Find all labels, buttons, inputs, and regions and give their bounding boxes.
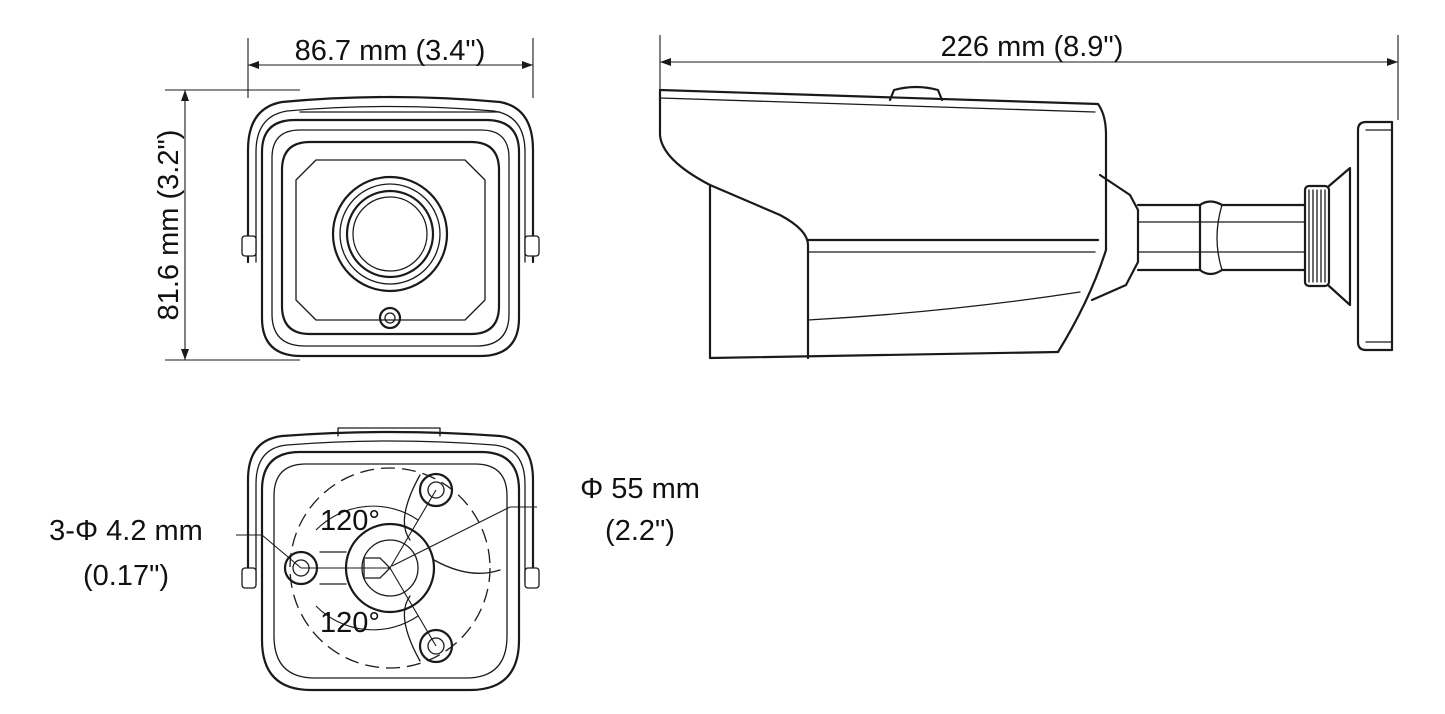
side-length-label: 226 mm (8.9"): [941, 31, 1124, 63]
side-length-dimension: 226 mm (8.9"): [659, 31, 1399, 120]
circle-spec-line1: Φ 55 mm: [580, 473, 700, 505]
front-height-label: 81.6 mm (3.2"): [153, 130, 185, 321]
angle-top-label: 120°: [320, 505, 380, 537]
hole-spec-callout: 3-Φ 4.2 mm (0.17"): [49, 515, 203, 592]
hole-spec-line2: (0.17"): [83, 560, 169, 592]
front-view: 86.7 mm (3.4") 81.6 mm (3.2"): [153, 35, 540, 361]
mounting-hole-bottom: [418, 628, 454, 664]
side-view: 226 mm (8.9"): [658, 31, 1399, 360]
angle-bottom-label: 120°: [320, 607, 380, 639]
mounting-hole-top: [418, 472, 454, 508]
camera-front-body: [241, 95, 540, 358]
front-height-dimension: 81.6 mm (3.2"): [153, 89, 300, 361]
circle-spec-line2: (2.2"): [605, 515, 675, 547]
front-width-label: 86.7 mm (3.4"): [295, 35, 486, 67]
camera-side-body: [658, 85, 1394, 360]
front-width-dimension: 86.7 mm (3.4"): [247, 35, 534, 98]
circle-spec-callout: Φ 55 mm (2.2"): [580, 473, 700, 547]
hole-spec-line1: 3-Φ 4.2 mm: [49, 515, 203, 547]
bottom-view: 120° 120°: [236, 427, 540, 692]
